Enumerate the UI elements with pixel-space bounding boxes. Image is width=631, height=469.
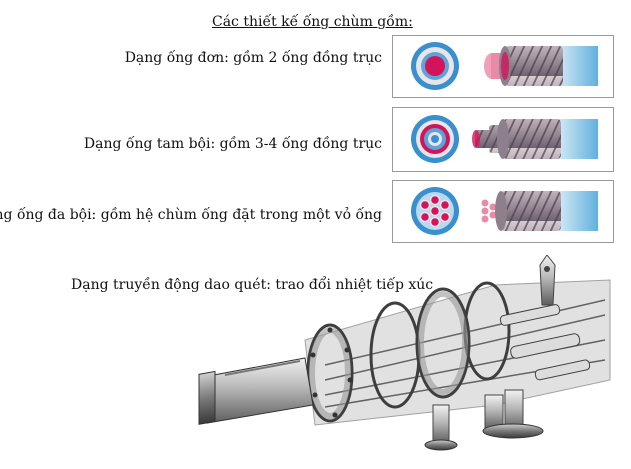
triple-tube-panel: [392, 107, 614, 172]
multi-tube-panel: [392, 180, 614, 243]
triple-tube-label: Dạng ống tam bội: gồm 3-4 ống đồng trục: [83, 136, 382, 152]
single-tube-panel: [392, 35, 614, 98]
triple-tube-cross-section-icon: [411, 115, 598, 163]
section-title: Các thiết kế ống chùm gồm:: [212, 14, 413, 30]
scraped-surface-label: Dạng truyền động dao quét: trao đổi nhiệ…: [71, 277, 434, 293]
multi-tube-cross-section-icon: [411, 187, 598, 235]
single-tube-cross-section-icon: [411, 42, 598, 90]
single-tube-label: Dạng ống đơn: gồm 2 ống đồng trục: [124, 50, 382, 66]
multi-tube-label: Dạng ống đa bội: gồm hệ chùm ống đặt tro…: [0, 207, 382, 223]
scraped-surface-heat-exchanger-illustration: [198, 255, 611, 451]
